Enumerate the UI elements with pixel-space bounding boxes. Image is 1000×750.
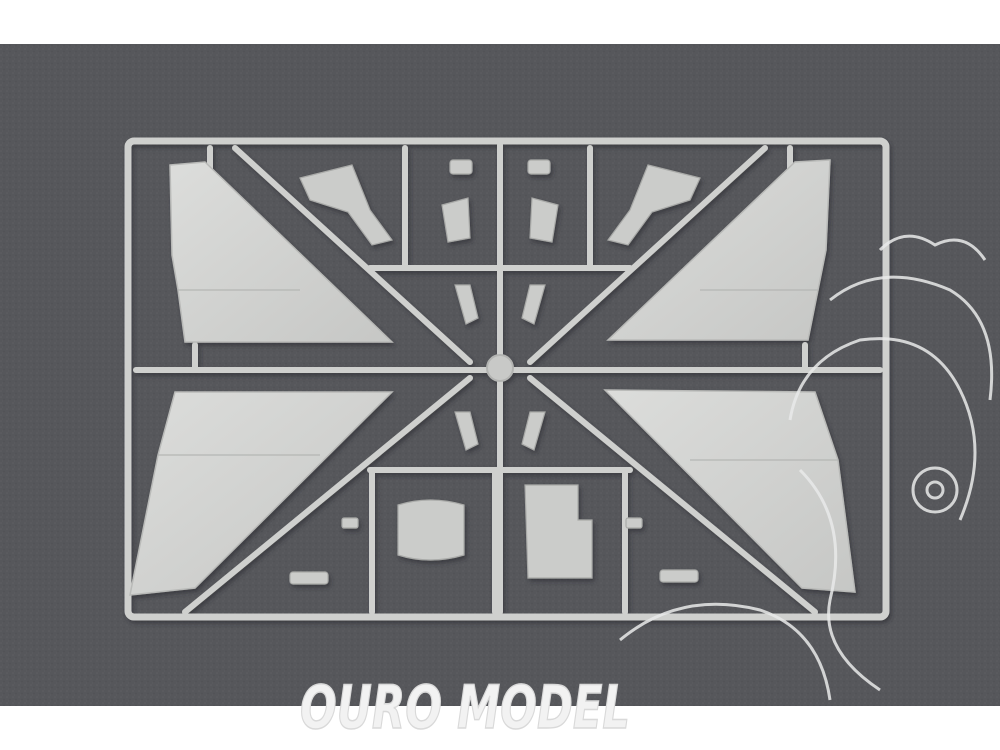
- sprue-runners: [133, 142, 883, 615]
- wing-left-upper: [169, 161, 394, 343]
- watermark-text: OURO MODEL: [300, 673, 630, 743]
- sprue-frame: [124, 137, 890, 621]
- wing-left-lower: [129, 391, 394, 596]
- watermark-mascot: [619, 234, 994, 701]
- sprue-hub: [486, 354, 514, 382]
- wing-right-lower: [603, 389, 856, 593]
- small-parts: [289, 159, 701, 585]
- sprue: [124, 137, 890, 621]
- wing-right-upper: [606, 159, 831, 341]
